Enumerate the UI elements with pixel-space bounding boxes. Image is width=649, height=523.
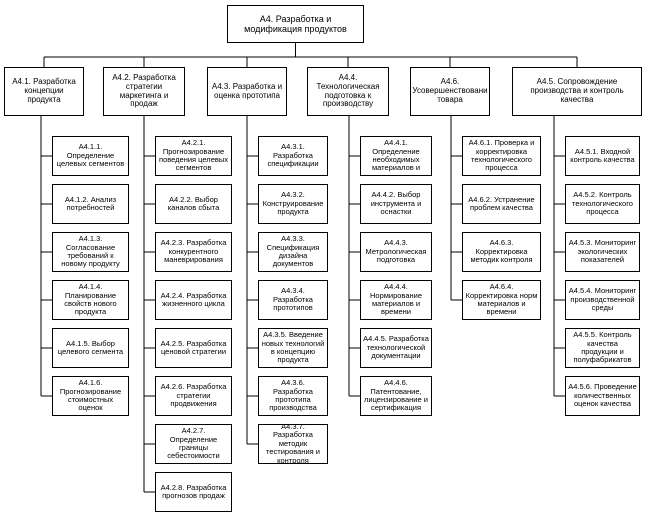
child-node-2-5: А4.2.5. Разработка ценовой стратегии bbox=[155, 328, 232, 368]
child-node-3-1: А4.3.1. Разработка спецификации bbox=[258, 136, 328, 176]
child-node-1-1: А4.1.1. Определение целевых сегментов bbox=[52, 136, 129, 176]
child-node-2-1: А4.2.1. Прогнозирование поведения целевы… bbox=[155, 136, 232, 176]
child-node-1-5: А4.1.5. Выбор целевого сегмента bbox=[52, 328, 129, 368]
child-node-2-3-label: А4.2.3. Разработка конкурентного маневри… bbox=[160, 238, 227, 265]
child-node-4-2: А4.4.2. Выбор инструмента и оснастки bbox=[360, 184, 432, 224]
child-node-1-5-label: А4.1.5. Выбор целевого сегмента bbox=[57, 338, 124, 356]
child-node-2-8: А4.2.8. Разработка прогнозов продаж bbox=[155, 472, 232, 512]
child-node-2-6-label: А4.2.6. Разработка стратегии продвижения bbox=[160, 382, 227, 409]
child-node-2-4-label: А4.2.4. Разработка жизненного цикла bbox=[160, 290, 227, 308]
category-node-1: А4.1. Разработка концепции продукта bbox=[4, 67, 84, 116]
child-node-6-3-label: А4.5.3. Мониторинг экологических показат… bbox=[568, 238, 637, 265]
child-node-3-2-label: А4.3.2. Конструирование продукта bbox=[262, 190, 324, 217]
child-node-4-4-label: А4.4.4. Нормирование материалов и времен… bbox=[369, 282, 423, 317]
category-node-2-label: А4.2. Разработка стратегии маркетинга и … bbox=[112, 72, 176, 109]
child-node-3-5-label: А4.3.5. Введение новых технологий в конц… bbox=[261, 330, 325, 365]
child-node-6-4-label: А4.5.4. Мониторинг производственной сред… bbox=[568, 286, 637, 313]
child-node-6-1-label: А4.5.1. Входной контроль качества bbox=[570, 146, 635, 164]
child-node-4-5-label: А4.4.5. Разработка технологической докум… bbox=[363, 334, 429, 361]
child-node-3-6: А4.3.6. Разработка прототипа производств… bbox=[258, 376, 328, 416]
child-node-2-1-label: А4.2.1. Прогнозирование поведения целевы… bbox=[159, 138, 228, 173]
child-node-3-4: А4.3.4. Разработка прототипов bbox=[258, 280, 328, 320]
category-node-3-label: А4.3. Разработка и оценка прототипа bbox=[211, 81, 283, 100]
child-node-2-2-label: А4.2.2. Выбор каналов сбыта bbox=[167, 194, 220, 212]
category-node-4-label: А4.4. Технологическая подготовка к произ… bbox=[316, 72, 380, 109]
child-node-5-4-label: А4.6.4. Корректировка норм материалов и … bbox=[465, 282, 538, 317]
child-node-3-7-label: А4.3.7. Разработка методик тестирования … bbox=[266, 424, 320, 464]
child-node-2-3: А4.2.3. Разработка конкурентного маневри… bbox=[155, 232, 232, 272]
child-node-2-8-label: А4.2.8. Разработка прогнозов продаж bbox=[160, 482, 227, 500]
child-node-1-3: А4.1.3. Согласование требований к новому… bbox=[52, 232, 129, 272]
child-node-1-2: А4.1.2. Анализ потребностей bbox=[52, 184, 129, 224]
child-node-3-7: А4.3.7. Разработка методик тестирования … bbox=[258, 424, 328, 464]
child-node-2-5-label: А4.2.5. Разработка ценовой стратегии bbox=[160, 338, 227, 356]
category-node-5: А4.6. Усовершенствовани товара bbox=[410, 67, 490, 116]
child-node-4-1: А4.4.1. Определение необходимых материал… bbox=[360, 136, 432, 176]
child-node-4-3: А4.4.3. Метрологическая подготовка bbox=[360, 232, 432, 272]
child-node-6-2-label: А4.5.2. Контроль технологического процес… bbox=[572, 190, 633, 217]
child-node-5-1-label: А4.6.1. Проверка и корректировка техноло… bbox=[468, 138, 535, 173]
category-node-1-label: А4.1. Разработка концепции продукта bbox=[12, 77, 76, 104]
category-node-5-label: А4.6. Усовершенствовани товара bbox=[412, 77, 488, 104]
child-node-2-6: А4.2.6. Разработка стратегии продвижения bbox=[155, 376, 232, 416]
root-node-label: А4. Разработка и модификация продуктов bbox=[244, 13, 347, 34]
child-node-1-1-label: А4.1.1. Определение целевых сегментов bbox=[56, 142, 125, 169]
category-node-2: А4.2. Разработка стратегии маркетинга и … bbox=[103, 67, 185, 116]
child-node-6-4: А4.5.4. Мониторинг производственной сред… bbox=[565, 280, 640, 320]
child-node-6-3: А4.5.3. Мониторинг экологических показат… bbox=[565, 232, 640, 272]
child-node-4-2-label: А4.4.2. Выбор инструмента и оснастки bbox=[370, 190, 422, 217]
child-node-6-5: А4.5.5. Контроль качества продукции и по… bbox=[565, 328, 640, 368]
child-node-1-6-label: А4.1.6. Прогнозирование стоимостных оцен… bbox=[59, 378, 122, 413]
child-node-5-2: А4.6.2. Устранение проблем качества bbox=[462, 184, 541, 224]
child-node-3-4-label: А4.3.4. Разработка прототипов bbox=[273, 286, 313, 313]
child-node-4-4: А4.4.4. Нормирование материалов и времен… bbox=[360, 280, 432, 320]
child-node-2-2: А4.2.2. Выбор каналов сбыта bbox=[155, 184, 232, 224]
child-node-2-4: А4.2.4. Разработка жизненного цикла bbox=[155, 280, 232, 320]
child-node-1-3-label: А4.1.3. Согласование требований к новому… bbox=[61, 234, 120, 269]
child-node-4-3-label: А4.4.3. Метрологическая подготовка bbox=[365, 238, 427, 265]
child-node-1-4: А4.1.4. Планирование свойств нового прод… bbox=[52, 280, 129, 320]
child-node-4-6: А4.4.6. Патентование, лицензирование и с… bbox=[360, 376, 432, 416]
category-node-3: А4.3. Разработка и оценка прототипа bbox=[207, 67, 287, 116]
child-node-5-3: А4.6.3. Корректировка методик контроля bbox=[462, 232, 541, 272]
child-node-6-1: А4.5.1. Входной контроль качества bbox=[565, 136, 640, 176]
child-node-5-3-label: А4.6.3. Корректировка методик контроля bbox=[470, 238, 533, 265]
child-node-3-2: А4.3.2. Конструирование продукта bbox=[258, 184, 328, 224]
child-node-6-5-label: А4.5.5. Контроль качества продукции и по… bbox=[573, 330, 632, 365]
child-node-5-4: А4.6.4. Корректировка норм материалов и … bbox=[462, 280, 541, 320]
child-node-4-1-label: А4.4.1. Определение необходимых материал… bbox=[371, 138, 421, 173]
child-node-3-3-label: А4.3.3. Спецификация дизайна документов bbox=[266, 234, 320, 269]
child-node-1-2-label: А4.1.2. Анализ потребностей bbox=[64, 194, 117, 212]
child-node-5-1: А4.6.1. Проверка и корректировка техноло… bbox=[462, 136, 541, 176]
child-node-1-6: А4.1.6. Прогнозирование стоимостных оцен… bbox=[52, 376, 129, 416]
child-node-3-3: А4.3.3. Спецификация дизайна документов bbox=[258, 232, 328, 272]
child-node-3-6-label: А4.3.6. Разработка прототипа производств… bbox=[269, 378, 317, 413]
category-node-4: А4.4. Технологическая подготовка к произ… bbox=[307, 67, 389, 116]
child-node-6-6-label: А4.5.6. Проведение количественных оценок… bbox=[568, 382, 637, 409]
child-node-3-1-label: А4.3.1. Разработка спецификации bbox=[267, 142, 319, 169]
child-node-4-5: А4.4.5. Разработка технологической докум… bbox=[360, 328, 432, 368]
child-node-1-4-label: А4.1.4. Планирование свойств нового прод… bbox=[64, 282, 117, 317]
category-node-6: А4.5. Сопровождение производства и контр… bbox=[512, 67, 642, 116]
root-node: А4. Разработка и модификация продуктов bbox=[227, 5, 364, 43]
child-node-2-7: А4.2.7. Определение границы себестоимост… bbox=[155, 424, 232, 464]
child-node-5-2-label: А4.6.2. Устранение проблем качества bbox=[468, 194, 535, 212]
child-node-6-2: А4.5.2. Контроль технологического процес… bbox=[565, 184, 640, 224]
child-node-2-7-label: А4.2.7. Определение границы себестоимост… bbox=[167, 426, 220, 461]
child-node-3-5: А4.3.5. Введение новых технологий в конц… bbox=[258, 328, 328, 368]
child-node-4-6-label: А4.4.6. Патентование, лицензирование и с… bbox=[364, 378, 428, 413]
category-node-6-label: А4.5. Сопровождение производства и контр… bbox=[530, 77, 624, 104]
child-node-6-6: А4.5.6. Проведение количественных оценок… bbox=[565, 376, 640, 416]
